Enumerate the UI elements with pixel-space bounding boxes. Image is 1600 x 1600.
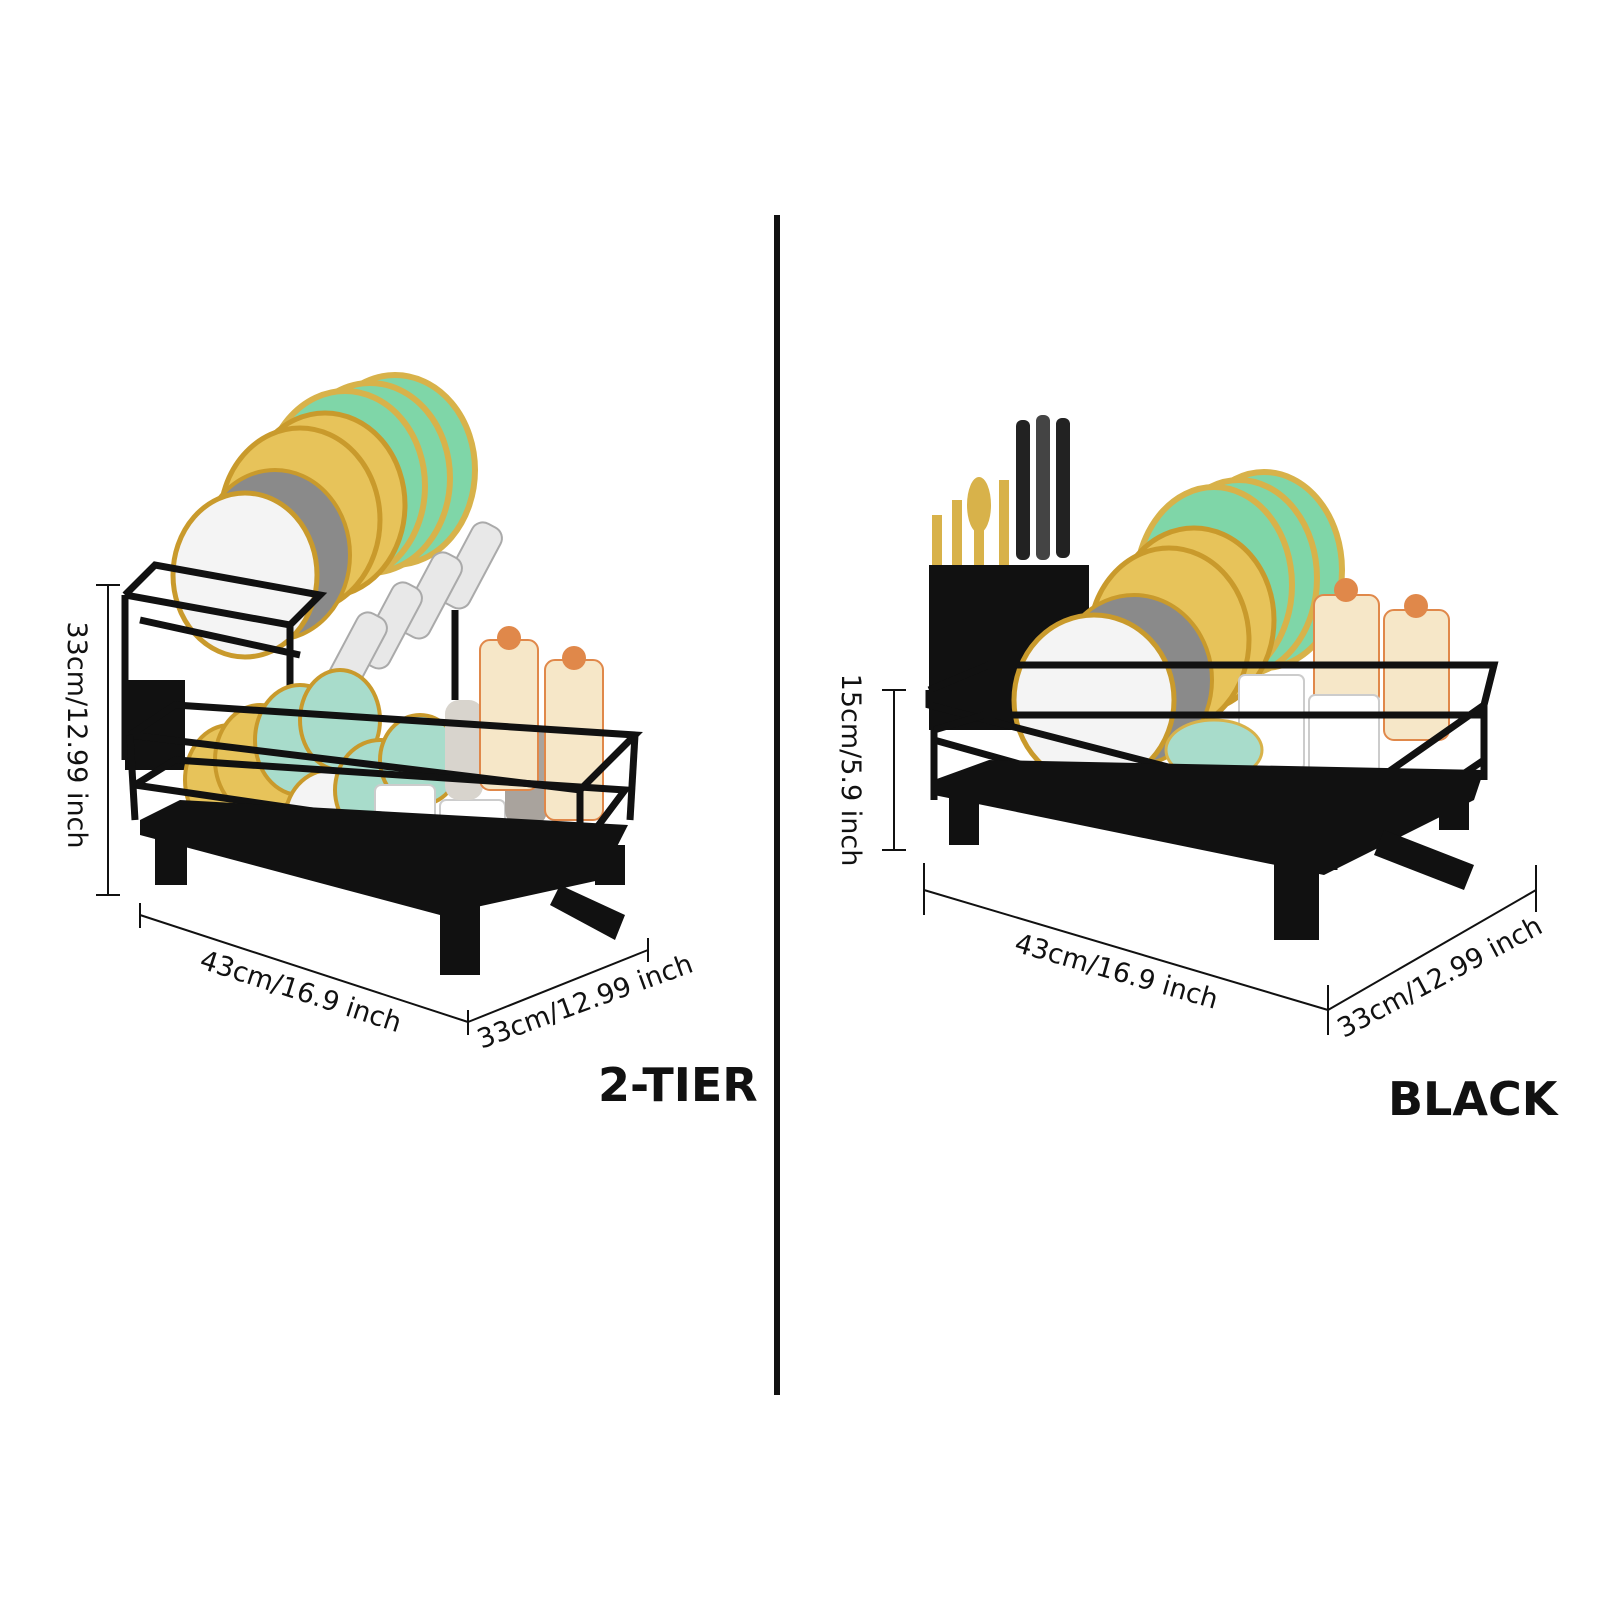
single-tier-rack-illustration: 15cm/5.9 inch 43cm/16.9 inch 33cm/12.99 … [835, 415, 1548, 1045]
drip-tray [140, 800, 628, 975]
drip-tray [934, 760, 1484, 940]
height-dimension-label: 15cm/5.9 inch [835, 674, 866, 867]
cutlery-holder [125, 680, 185, 770]
two-tier-rack-illustration: 33cm/12.99 inch 43cm/16.9 inch 33cm/12.9… [61, 372, 697, 1056]
left-product-panel: 33cm/12.99 inch 43cm/16.9 inch 33cm/12.9… [0, 0, 770, 1600]
length-dimension-marker [923, 863, 1329, 1035]
length-dimension-label: 43cm/16.9 inch [1011, 928, 1221, 1016]
height-dimension-marker [882, 689, 906, 851]
width-dimension-label: 33cm/12.99 inch [473, 949, 697, 1056]
variant-label-2-tier: 2-TIER [598, 1058, 758, 1112]
length-dimension-marker [139, 903, 469, 1035]
width-dimension-marker [467, 938, 649, 1023]
width-dimension-label: 33cm/12.99 inch [1332, 911, 1547, 1045]
height-dimension-marker [96, 584, 120, 896]
variant-label-black: BLACK [1388, 1072, 1558, 1126]
panel-divider [774, 215, 780, 1395]
glass-cups [323, 521, 503, 700]
right-product-panel: 15cm/5.9 inch 43cm/16.9 inch 33cm/12.99 … [784, 0, 1600, 1600]
height-dimension-label: 33cm/12.99 inch [61, 621, 92, 848]
upper-tier-plates [170, 372, 478, 660]
width-dimension-marker [1327, 865, 1537, 1011]
